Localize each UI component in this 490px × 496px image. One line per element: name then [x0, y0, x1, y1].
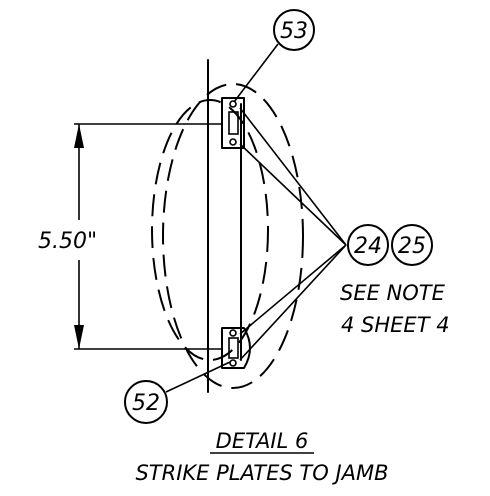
leader-24-top-a — [239, 107, 347, 246]
leader-24-bottom-b — [239, 244, 347, 361]
leader-24-bottom-a — [239, 244, 347, 335]
note-line-1: SEE NOTE — [340, 281, 446, 305]
dimension-label: 5.50" — [38, 229, 97, 254]
dimension-5-50: 5.50" — [38, 123, 222, 350]
callout-24: 24 — [347, 224, 389, 266]
detail-zone-outer-ellipse — [162, 83, 304, 389]
callout-52: 52 — [124, 380, 168, 424]
detail-title: DETAIL 6 — [216, 429, 309, 453]
leader-52 — [165, 361, 231, 393]
note-line-2: 4 SHEET 4 — [341, 313, 450, 337]
leader-24-top-b — [239, 143, 347, 246]
callout-25: 25 — [391, 224, 433, 266]
detail-zone-inner-ellipse — [151, 99, 269, 361]
top-strike-plate — [221, 97, 245, 149]
callout-25-number: 25 — [398, 234, 426, 259]
leader-53 — [233, 43, 279, 103]
callout-24-number: 24 — [354, 234, 382, 259]
callout-52-number: 52 — [132, 391, 160, 416]
detail-caption: STRIKE PLATES TO JAMB — [135, 461, 388, 485]
callout-53-number: 53 — [280, 19, 308, 44]
callout-53: 53 — [273, 9, 315, 51]
